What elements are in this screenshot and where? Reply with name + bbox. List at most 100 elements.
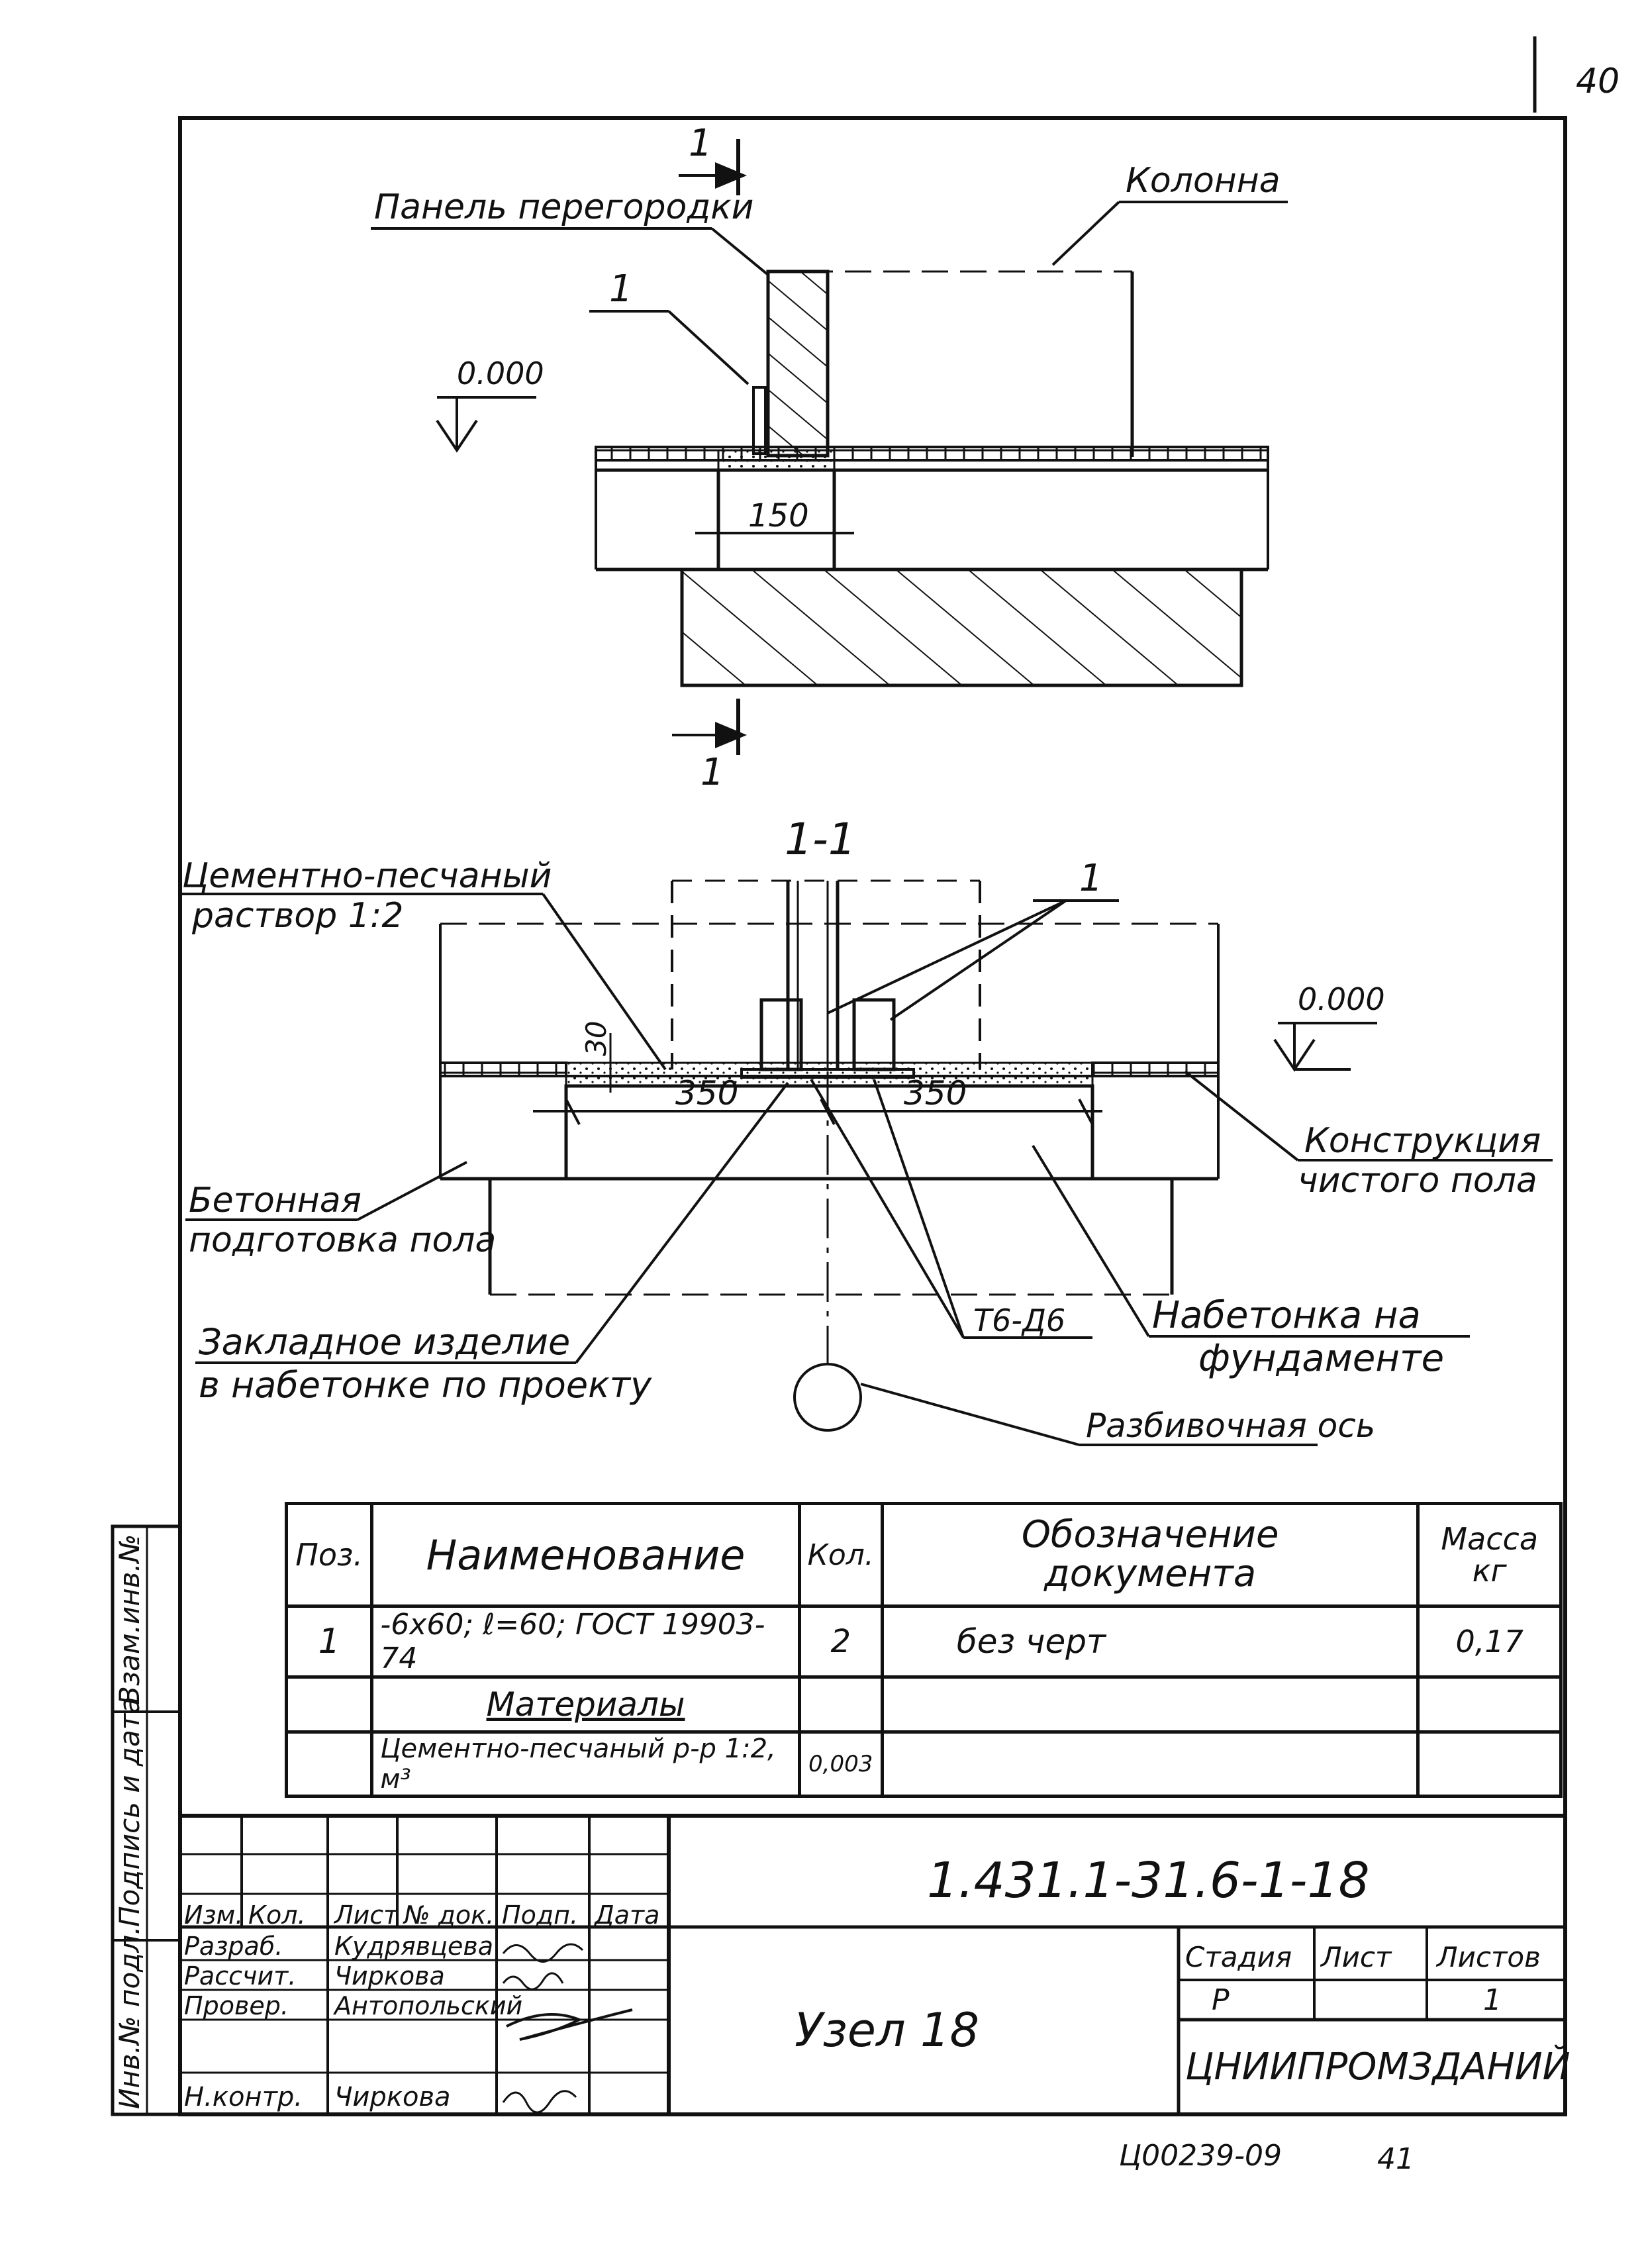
spec-row-2-mass xyxy=(1416,1730,1563,1798)
label-topping-1: Набетонка на xyxy=(1152,1294,1421,1337)
spec-head-pos: Поз. xyxy=(284,1502,374,1608)
tb-name-2: Антопольский xyxy=(332,1991,522,2020)
tb-stage-label: Стадия xyxy=(1185,1941,1292,1973)
spec-head-mass: Масса кг xyxy=(1416,1502,1563,1608)
section-view: 1-1 Цементно-песчаный раствор 1:2 1 0.00… xyxy=(180,814,1553,1446)
label-axis-leader xyxy=(860,1383,1080,1446)
label-mortar-2: раствор 1:2 xyxy=(191,896,403,936)
dim-tick-right xyxy=(1078,1099,1094,1125)
axis-bubble xyxy=(793,1363,862,1432)
dim-350-left: 350 xyxy=(675,1074,738,1112)
spec-head-doc-2: документа xyxy=(1044,1552,1257,1595)
label-topping-2: фундаменте xyxy=(1198,1337,1444,1380)
tb-designation: 1.431.1-31.6-1-18 xyxy=(927,1852,1370,1909)
floor-finish-plan xyxy=(595,446,1269,462)
spec-row-1-mass xyxy=(1416,1675,1563,1734)
title-block: Изм. Кол. Лист № док. Подп. Дата Разраб.… xyxy=(180,1814,1571,2114)
tb-role-4: Н.контр. xyxy=(184,2082,303,2112)
label-mortar-1: Цементно-песчаный xyxy=(182,856,552,896)
margin-field-inventory: Инв.№ подл. xyxy=(113,1926,146,2109)
dim-150: 150 xyxy=(748,497,809,534)
tb-head-kol: Кол. xyxy=(248,1900,306,1930)
spec-row-2-pos xyxy=(284,1730,374,1798)
label-embed-leader xyxy=(575,1081,789,1364)
tb-head-ndoc: № док. xyxy=(403,1900,494,1930)
tb-head-list: Лист xyxy=(333,1900,399,1930)
tb-stage-value: Р xyxy=(1212,1983,1230,2017)
spec-row-0-mass: 0,17 xyxy=(1416,1604,1563,1679)
tb-sheets-value: 1 xyxy=(1483,1983,1502,2017)
spec-head-mass-1: Масса xyxy=(1441,1520,1539,1557)
spec-row-0-doc: без черт xyxy=(880,1604,1420,1679)
dim-tick-left xyxy=(565,1099,581,1125)
tb-name-1: Чиркова xyxy=(334,1961,445,1991)
section-mark-top-label: 1 xyxy=(689,122,712,165)
tb-title: Узел 18 xyxy=(795,2003,979,2057)
mortar-plan xyxy=(717,449,836,471)
left-margin-stamp: Взам.инв.№ Подпись и дата Инв.№ подл. xyxy=(111,1524,182,2116)
signature-1 xyxy=(502,1972,564,1991)
spec-header-row: Поз. Наименование Кол. Обозначение докум… xyxy=(284,1502,1563,1608)
label-floor-2: чистого пола xyxy=(1298,1161,1537,1201)
spec-row-1-qty xyxy=(797,1675,884,1734)
page-number: 40 xyxy=(1576,62,1620,101)
spec-head-qty: Кол. xyxy=(797,1502,884,1608)
spec-row-0-qty: 2 xyxy=(797,1604,884,1679)
tb-head-podp: Подп. xyxy=(502,1900,578,1930)
plan-view: 1 1 Панель перегородки Колонна 1 0.000 xyxy=(371,122,1288,794)
dim-350-right: 350 xyxy=(904,1074,967,1112)
tb-sheet-label: Лист xyxy=(1320,1941,1392,1973)
spec-head-name: Наименование xyxy=(370,1502,801,1608)
signature-2 xyxy=(506,2008,633,2041)
foundation-plan xyxy=(680,567,1243,687)
floor-finish-left xyxy=(439,1061,567,1077)
spec-row-1-name: Материалы xyxy=(370,1675,801,1734)
spec-row-2-qty: 0,003 xyxy=(797,1730,884,1798)
label-pos-section-leader-2 xyxy=(889,899,1067,1021)
level-mark-plan: 0.000 xyxy=(457,356,544,391)
footer-code: Ц00239-09 xyxy=(1119,2139,1282,2173)
tb-role-2: Провер. xyxy=(184,1991,289,2020)
spec-row: Цементно-песчаный р-р 1:2, м³ 0,003 xyxy=(284,1730,1563,1798)
spec-row-0-pos: 1 xyxy=(284,1604,374,1679)
label-panel-leader xyxy=(710,227,769,276)
embed-plate-plan xyxy=(752,386,767,455)
embed-plate-right xyxy=(852,998,896,1071)
label-weld-leader-1 xyxy=(810,1078,965,1339)
embed-plate-left xyxy=(759,998,803,1071)
label-pos-plan-leader xyxy=(667,310,749,385)
tb-sheets-label: Листов xyxy=(1435,1941,1541,1973)
tb-head-data: Дата xyxy=(593,1900,659,1930)
label-topping-leader xyxy=(1032,1144,1150,1338)
section-mark-bottom-label: 1 xyxy=(701,751,724,794)
label-column-leader xyxy=(1051,201,1120,266)
label-floor-1: Конструкция xyxy=(1304,1121,1541,1161)
margin-field-replace: Взам.инв.№ xyxy=(113,1534,146,1705)
label-floor-leader xyxy=(1184,1070,1299,1161)
label-column: Колонна xyxy=(1126,161,1281,201)
tb-role-1: Рассчит. xyxy=(184,1961,296,1991)
spec-head-doc-1: Обозначение xyxy=(1021,1513,1279,1557)
spec-row: 1 -6x60; ℓ=60; ГОСТ 19903-74 2 без черт … xyxy=(284,1604,1563,1679)
label-weld-leader-2 xyxy=(873,1079,965,1338)
tb-role-0: Разраб. xyxy=(184,1932,283,1961)
floor-finish-right xyxy=(1091,1061,1220,1077)
tb-head-izm: Изм. xyxy=(184,1900,243,1930)
label-axis: Разбивочная ось xyxy=(1086,1406,1375,1445)
dim-30: 30 xyxy=(580,1021,612,1056)
spec-row-2-name: Цементно-песчаный р-р 1:2, м³ xyxy=(370,1730,801,1798)
footer-page: 41 xyxy=(1377,2142,1414,2176)
topping-block xyxy=(564,1084,1094,1181)
level-mark-plan-triangle xyxy=(436,419,478,453)
label-embed-1: Закладное изделие xyxy=(199,1321,570,1363)
signature-4 xyxy=(502,2090,577,2114)
label-concrete-leader xyxy=(357,1161,467,1221)
mortar-layer xyxy=(565,1061,1094,1087)
tb-name-4: Чиркова xyxy=(334,2082,451,2112)
spec-head-doc: Обозначение документа xyxy=(880,1502,1420,1608)
signature-0 xyxy=(502,1943,584,1963)
partition-panel xyxy=(766,270,830,458)
label-pos-section-leader-1 xyxy=(827,899,1067,1014)
label-pos-section: 1 xyxy=(1079,857,1103,900)
